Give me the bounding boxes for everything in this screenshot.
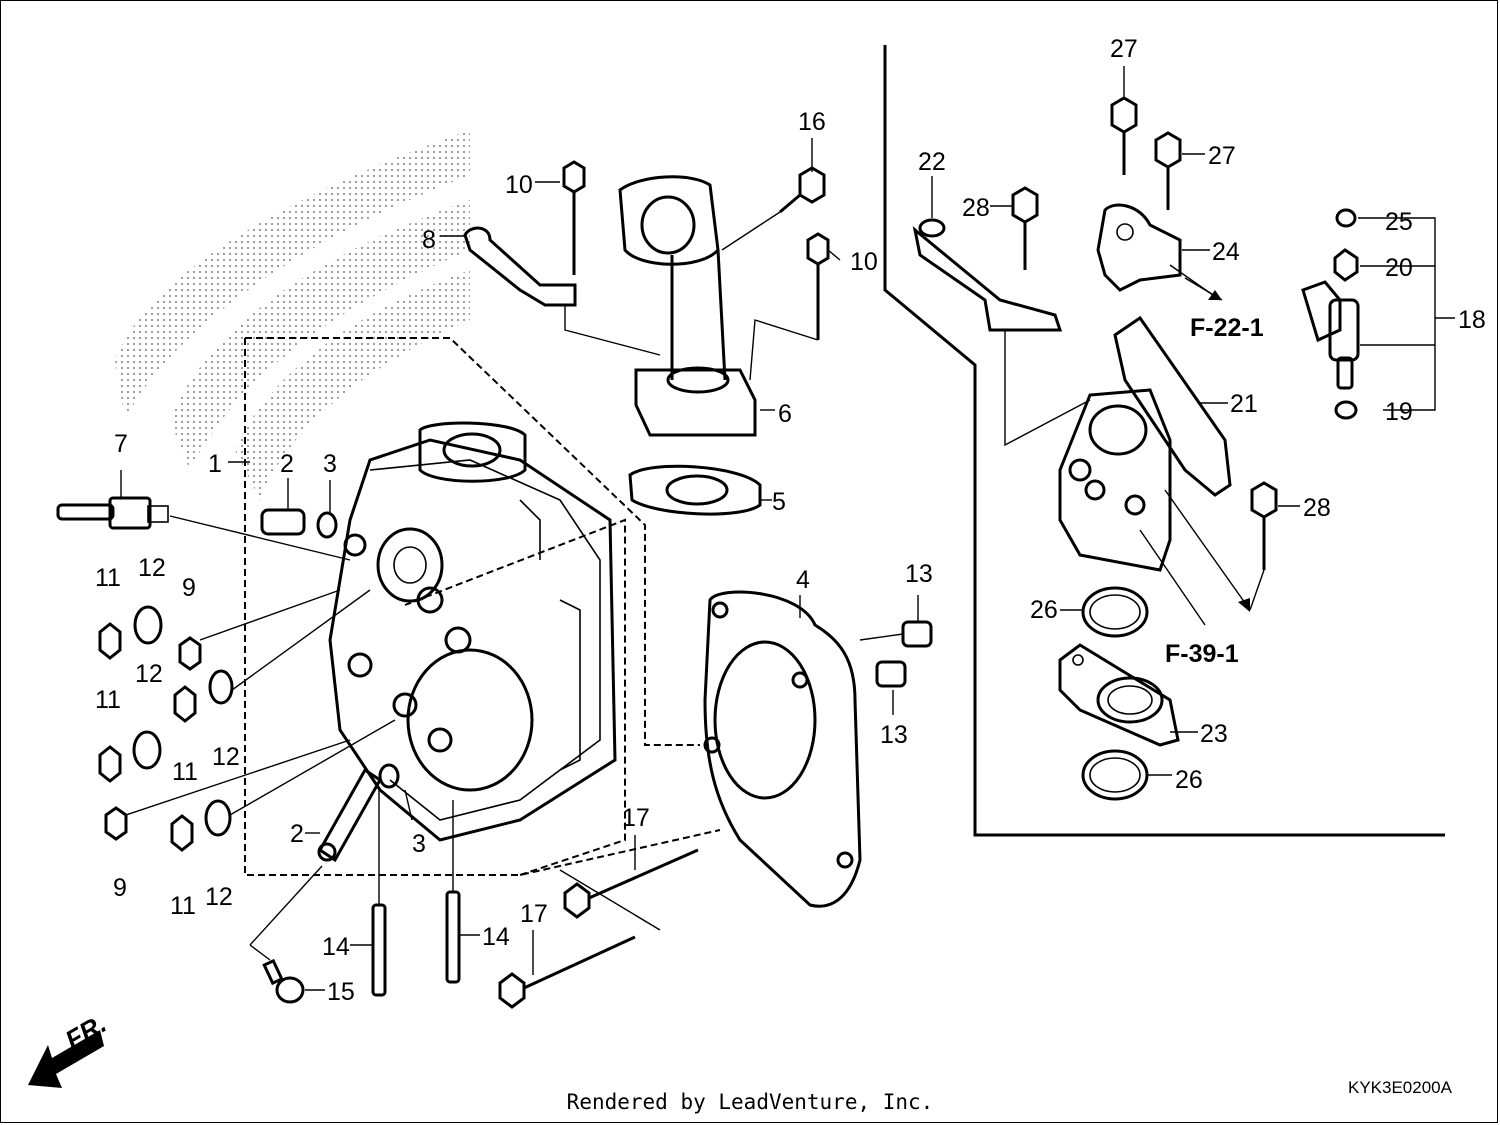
insulator-23[interactable] [1058, 643, 1180, 747]
label-26-upper: 26 [1030, 596, 1058, 624]
label-7: 7 [114, 430, 128, 458]
label-11-d: 11 [170, 892, 196, 920]
leader-lines [120, 66, 1455, 991]
label-12-d: 12 [205, 883, 233, 911]
bolts-17[interactable] [498, 848, 699, 1009]
label-28-lower: 28 [1303, 494, 1331, 522]
callout-labels: 1 2 2 3 3 4 5 6 7 8 9 9 10 10 11 11 11 1… [95, 35, 1486, 1097]
label-16: 16 [798, 108, 826, 136]
label-17-lower: 17 [520, 900, 548, 928]
bolt-28-lower[interactable] [1249, 481, 1278, 611]
bolt-28-upper[interactable] [1011, 186, 1039, 270]
label-28-upper: 28 [962, 194, 990, 222]
plug-upper[interactable] [260, 508, 338, 539]
cylinder-head[interactable] [328, 421, 617, 842]
throttle-body[interactable] [1058, 388, 1251, 626]
label-26-lower: 26 [1175, 766, 1203, 794]
label-5: 5 [772, 488, 786, 516]
ref-f-22-1: F-22-1 [1190, 314, 1264, 342]
stipple-shading [115, 130, 470, 500]
label-20: 20 [1385, 254, 1413, 282]
bolts-10-16[interactable] [562, 160, 830, 381]
label-13-upper: 13 [905, 560, 933, 588]
label-9-lower: 9 [113, 874, 127, 902]
label-10-right: 10 [850, 248, 878, 276]
front-marker-label: FR. [60, 1008, 111, 1055]
label-11-c: 11 [172, 758, 198, 786]
intake-pipe[interactable] [618, 175, 757, 437]
label-27-right: 27 [1208, 142, 1236, 170]
label-9-upper: 9 [182, 574, 196, 602]
label-23: 23 [1200, 720, 1228, 748]
credit-line: Rendered by LeadVenture, Inc. [566, 1090, 934, 1114]
diagram-code: KYK3E0200A [1348, 1078, 1453, 1097]
nuts-and-washers[interactable] [98, 589, 396, 852]
label-12-b: 12 [135, 660, 163, 688]
label-21: 21 [1230, 390, 1258, 418]
spark-plug[interactable] [56, 496, 351, 561]
label-11-a: 11 [95, 564, 121, 592]
group-boundaries [244, 45, 1445, 876]
label-10-upper: 10 [505, 171, 533, 199]
bolts-27[interactable] [1110, 96, 1182, 210]
fuel-injector[interactable] [1301, 208, 1360, 420]
bolt-15[interactable] [249, 865, 323, 1004]
label-8: 8 [422, 226, 436, 254]
label-14-left: 14 [322, 933, 350, 961]
bracket-22[interactable] [912, 218, 1091, 447]
plug-lower[interactable] [317, 763, 400, 863]
label-14-right: 14 [482, 923, 510, 951]
insulator-21[interactable] [1113, 315, 1232, 497]
label-3-upper: 3 [323, 450, 337, 478]
studs-14[interactable] [371, 790, 461, 997]
label-1: 1 [208, 450, 222, 478]
label-3-lower: 3 [412, 830, 426, 858]
label-12-c: 12 [212, 743, 240, 771]
sensor-24[interactable] [1096, 203, 1221, 301]
label-6: 6 [778, 400, 792, 428]
bracket-8[interactable] [463, 226, 661, 356]
label-15: 15 [327, 978, 355, 1006]
label-4: 4 [796, 566, 810, 594]
o-rings-26[interactable] [1081, 586, 1149, 801]
ref-f-39-1: F-39-1 [1165, 640, 1239, 668]
bolts-9[interactable] [104, 589, 351, 841]
label-18: 18 [1458, 306, 1486, 334]
label-12-a: 12 [138, 554, 166, 582]
label-11-b: 11 [95, 686, 121, 714]
label-19: 19 [1385, 398, 1413, 426]
label-13-lower: 13 [880, 721, 908, 749]
label-27-top: 27 [1110, 35, 1138, 63]
label-2-lower: 2 [290, 820, 304, 848]
reference-arrows [1184, 277, 1250, 612]
cylinder-gasket[interactable] [703, 590, 862, 908]
label-2-upper: 2 [280, 450, 294, 478]
dowels-13[interactable] [859, 620, 933, 688]
front-arrow-icon: FR. [28, 1008, 111, 1088]
label-24: 24 [1212, 238, 1240, 266]
label-25: 25 [1385, 208, 1413, 236]
intake-gasket[interactable] [628, 464, 762, 516]
label-17-upper: 17 [622, 804, 650, 832]
label-22: 22 [918, 148, 946, 176]
